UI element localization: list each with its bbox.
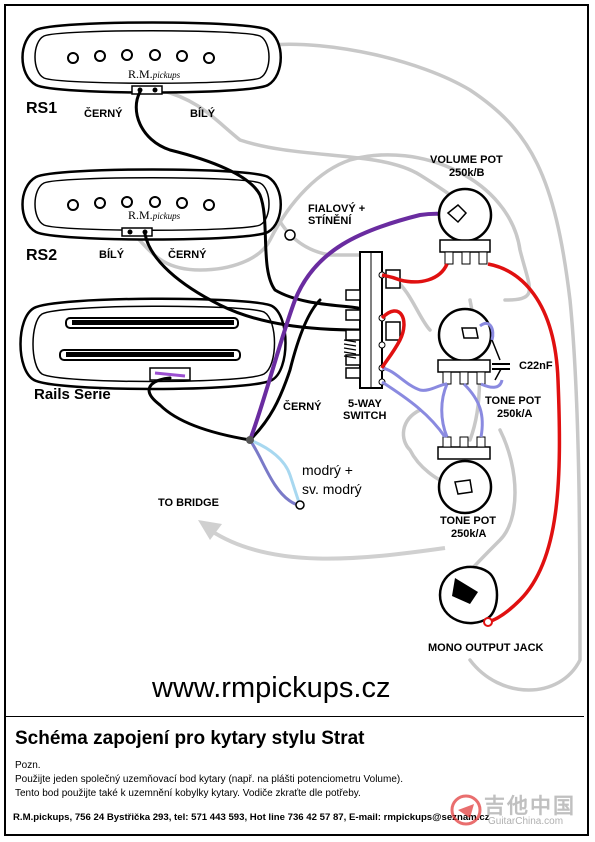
blue-label-1: modrý + [302,462,353,478]
page-frame [4,4,589,836]
watermark-cn: 吉他中国 [484,795,576,818]
rs2-black-label: ČERNÝ [168,249,207,261]
violet-label-1: FIALOVÝ + [308,203,366,215]
rs1-label: RS1 [26,100,58,117]
pickup-screw [284,229,296,241]
tone1-label-2: 250k/A [497,408,533,420]
footer-title: Schéma zapojení pro kytary stylu Strat [15,728,365,749]
volume-label-2: 250k/B [449,167,485,179]
wire-red-output [487,262,562,624]
footer-note-line-1: Použijte jeden společný uzemňovací bod k… [15,774,403,785]
watermark-logo-icon [450,794,482,826]
rs1-white-label: BÍLÝ [190,108,216,120]
website-link[interactable]: www.rmpickups.cz [152,672,391,704]
bridge-label: TO BRIDGE [158,497,219,509]
blue-label-2: sv. modrý [302,481,362,497]
bridge-arrow-head [198,520,222,540]
rs2-pickup [21,168,282,241]
footer-contact: R.M.pickups, 756 24 Bystřička 293, tel: … [13,812,490,823]
ground-joint-left [246,436,254,444]
five-way-switch [343,251,401,389]
wire-rs2-white [128,153,532,302]
tone2-label-2: 250k/A [451,528,487,540]
bridge-arrow-line [208,528,446,561]
rails-pickup [19,297,287,391]
output-jack-shape [438,565,499,627]
violet-label-2: STÍNĚNÍ [308,215,352,227]
rs1-black-label: ČERNÝ [84,108,123,120]
volume-label-1: VOLUME POT [430,154,503,166]
cap-label: C22nF [519,360,553,372]
tone-wires [381,321,504,438]
wire-red-switch-tone [380,309,406,369]
rails-black-label: ČERNÝ [283,401,322,413]
wire-violet-shield [248,211,456,441]
switch-label-1: 5-WAY [348,398,382,410]
watermark: 吉他中国 GuitarChina.com [448,788,590,836]
wire-blue [248,439,301,507]
tone2-label-1: TONE POT [440,515,497,527]
wire-rails-black [147,376,252,442]
rs2-white-label: BÍLÝ [99,249,125,261]
rs2-label: RS2 [26,247,58,264]
tone-pot-1-shape [437,307,493,385]
switch-label-2: SWITCH [343,410,387,422]
volume-pot-shape [437,187,493,265]
wire-red-volume-switch [381,263,449,284]
footer-note-line-2: Tento bod použijte také k uzemnění kobyl… [15,788,361,799]
rails-label: Rails Serie [34,386,111,403]
rs1-brand: R.M.pickups [128,67,181,81]
ground-joint-bridge [295,500,305,510]
wire-ground-loop [401,408,442,482]
jack-label: MONO OUTPUT JACK [428,642,544,654]
wire-ground-black [248,298,322,442]
rs2-brand: R.M.pickups [128,208,181,222]
red-wires [380,262,562,624]
wire-rs2-black [143,232,362,332]
footer-divider [6,716,584,717]
watermark-url: GuitarChina.com [488,816,564,827]
tone1-label-1: TONE POT [485,395,542,407]
rs1-pickup [21,21,282,95]
tone-pot-2-shape [437,436,493,515]
wire-lightblue [249,438,302,506]
wire-rs1-white-b [268,42,582,692]
capacitor-shape [491,339,510,381]
footer-note-label: Pozn. [15,760,41,771]
